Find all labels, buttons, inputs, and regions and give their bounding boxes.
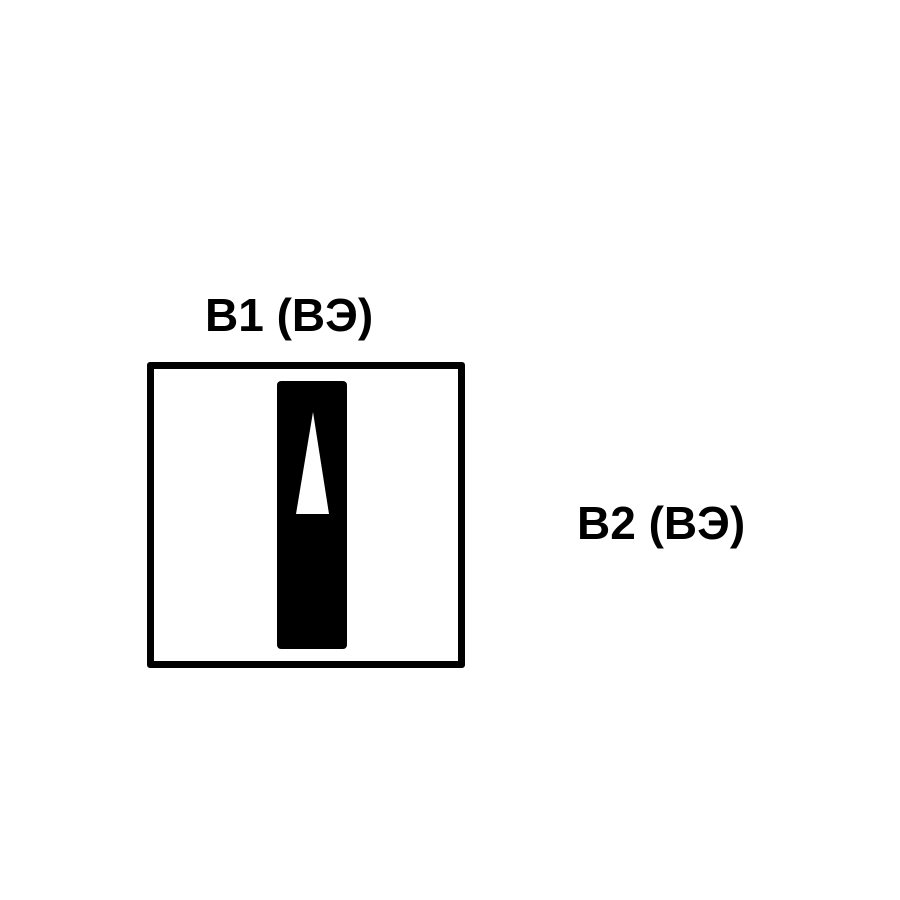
position-label-b1: B1 (BЭ) [205, 289, 374, 341]
pointer-triangle [296, 412, 329, 514]
position-label-b2: B2 (BЭ) [577, 497, 746, 549]
